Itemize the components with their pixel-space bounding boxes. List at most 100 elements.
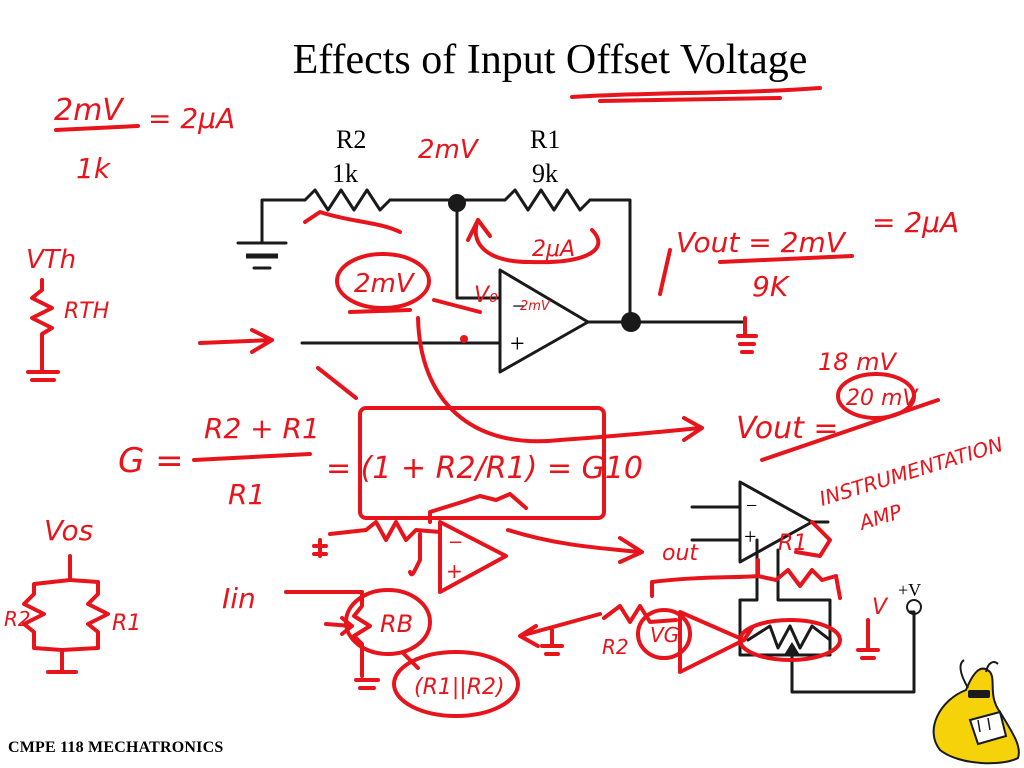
note-1k: 1k xyxy=(76,152,112,185)
ink-opamp-mid xyxy=(438,520,508,594)
note-R1-inst: R1 xyxy=(778,531,807,556)
curve-arrowhead xyxy=(682,416,704,442)
amp2-plus-sign: + xyxy=(744,524,756,549)
pot-wiper-arrow xyxy=(784,642,800,655)
arrow-to-vo xyxy=(432,298,482,314)
note-9K: 9K xyxy=(752,270,791,303)
note-2uA-top: = 2μA xyxy=(148,102,235,135)
node-output xyxy=(621,312,641,332)
note-18mV: 18 mV xyxy=(818,348,898,376)
slide-footer: CMPE 118 MECHATRONICS xyxy=(8,739,224,756)
ink-inst-feedback xyxy=(794,520,832,558)
opamp-minus-sign: − xyxy=(512,294,526,320)
note-2mV-small: 2mV xyxy=(520,299,551,314)
current-arrow-r2 xyxy=(303,210,402,234)
note-RTH: RTH xyxy=(64,299,109,324)
note-20mV: 20 mV xyxy=(846,386,919,411)
note-R1-par-R2: (R1||R2) xyxy=(414,675,505,700)
fraction-bar-2 xyxy=(718,254,854,264)
ink-ground-bottom xyxy=(540,628,564,656)
ink-mid-stroke xyxy=(408,532,422,577)
note-Vo: V₀ xyxy=(474,283,498,308)
r1-label: R1 xyxy=(530,125,560,154)
arrow-to-input xyxy=(198,328,274,354)
opamp-main xyxy=(498,268,590,374)
note-2mV-node: 2mV xyxy=(418,135,480,165)
note-out: out xyxy=(662,541,699,566)
r2-label: R2 xyxy=(336,125,366,154)
amp2-minus-sign: − xyxy=(746,495,757,517)
ink-ground-out xyxy=(736,316,758,354)
note-Vos: Vos xyxy=(44,514,93,547)
arrow-left-bottom xyxy=(518,612,602,648)
wire-feedback xyxy=(588,198,632,324)
note-VTh: VTh xyxy=(26,245,76,275)
underline-vout xyxy=(760,398,940,462)
ink-vos-left xyxy=(22,554,72,674)
fraction-bar-3 xyxy=(192,452,312,462)
current-arrow xyxy=(473,218,601,265)
note-R2-left: R2 xyxy=(4,607,31,631)
wire-to-minus xyxy=(455,201,502,300)
inst-potentiometer xyxy=(746,624,832,650)
note-VG: VG xyxy=(650,623,679,647)
ink-ground-rth xyxy=(26,370,60,382)
note-amp: AMP xyxy=(855,499,906,535)
note-R2-bottom: R2 xyxy=(602,635,629,659)
note-2uA-mid: 2μA xyxy=(532,237,575,262)
box-gain xyxy=(358,406,606,520)
main-circuit: − + R2 1k R1 9k xyxy=(236,125,747,374)
ink-ground-rb xyxy=(354,678,380,690)
note-instrumentation: INSTRUMENTATION xyxy=(816,432,1005,511)
handwriting-layer: 2mV 1k = 2μA 2mV 2μA 2mV V₀ 2mV Vout = 2… xyxy=(4,86,1006,718)
opamp-inst-top xyxy=(738,480,814,564)
circle-VG xyxy=(636,608,692,660)
ink-inst-resistor xyxy=(756,558,842,600)
circle-2mV xyxy=(335,252,431,310)
inst-supply-loop xyxy=(790,610,916,694)
note-R1-left: R1 xyxy=(112,611,141,636)
note-V-supply: V xyxy=(872,595,889,620)
note-gain-expr: = (1 + R2/R1) = G10 xyxy=(326,451,643,486)
note-R2-plus-R1: R2 + R1 xyxy=(204,412,320,445)
ink-mid-feedback xyxy=(428,492,528,524)
current-arrowhead xyxy=(466,218,492,242)
resistor-r1 xyxy=(503,188,592,212)
arrow-to-out xyxy=(506,528,644,564)
curve-arrow-vout xyxy=(416,316,702,444)
note-G-eq: G = xyxy=(118,441,184,481)
ink-vos-right xyxy=(60,578,110,652)
note-RB: RB xyxy=(380,610,413,638)
title-underline-2 xyxy=(598,96,782,103)
slide-title: Effects of Input Offset Voltage xyxy=(292,37,808,83)
note-vout-eq: Vout = 2mV xyxy=(676,226,847,259)
ink-tick xyxy=(658,248,672,296)
r2-value: 1k xyxy=(332,159,358,188)
note-2mV-top: 2mV xyxy=(54,93,125,128)
note-2uA-right: = 2μA xyxy=(872,206,959,239)
circle-RB xyxy=(344,588,432,656)
amp3-minus-sign: − xyxy=(448,532,463,553)
ink-par-arrow xyxy=(402,652,420,670)
ink-inst-wire xyxy=(650,574,760,598)
ink-ground-mid xyxy=(312,538,328,558)
note-2mV-circled: 2mV xyxy=(354,269,416,299)
ink-ground-pot xyxy=(742,618,880,660)
amp3-plus-sign: + xyxy=(446,559,463,583)
ink-opamp-inst-bottom xyxy=(678,610,746,674)
underline-2mV xyxy=(348,308,412,314)
circle-parallel xyxy=(392,650,520,718)
ink-resistor-rth xyxy=(30,278,54,374)
wire-left xyxy=(260,198,307,242)
r1-value: 9k xyxy=(532,159,558,188)
banana-slug-icon xyxy=(932,659,1020,765)
circle-20mV xyxy=(836,372,916,420)
note-R1-denom: R1 xyxy=(228,478,265,511)
ink-dot xyxy=(460,335,468,343)
ink-r2-bottom xyxy=(602,604,678,624)
opamp-plus-sign: + xyxy=(510,329,525,358)
ink-rb-resistor xyxy=(284,590,372,678)
title-underline xyxy=(570,86,822,99)
supply-label: +V xyxy=(898,580,921,600)
